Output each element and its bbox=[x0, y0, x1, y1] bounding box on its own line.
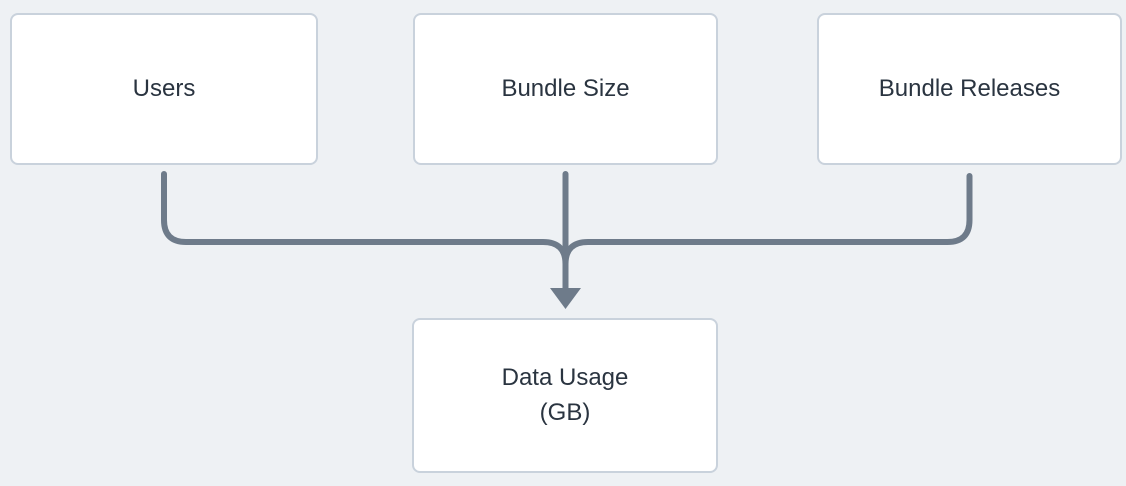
node-users-label: Users bbox=[132, 74, 196, 102]
node-bundle-size: Bundle Size bbox=[413, 13, 718, 165]
node-users: Users bbox=[10, 13, 318, 165]
node-data-usage-sublabel: (GB) bbox=[539, 398, 591, 426]
node-data-usage: Data Usage (GB) bbox=[412, 318, 718, 473]
node-bundle-size-label: Bundle Size bbox=[501, 74, 630, 102]
node-bundle-releases: Bundle Releases bbox=[817, 13, 1122, 165]
edge-bundle-releases-to-data-usage bbox=[562, 173, 973, 293]
node-bundle-releases-label: Bundle Releases bbox=[878, 74, 1061, 102]
edge-users-to-data-usage bbox=[161, 171, 569, 293]
node-data-usage-label: Data Usage bbox=[501, 363, 629, 391]
arrowhead-down-icon bbox=[550, 288, 581, 309]
